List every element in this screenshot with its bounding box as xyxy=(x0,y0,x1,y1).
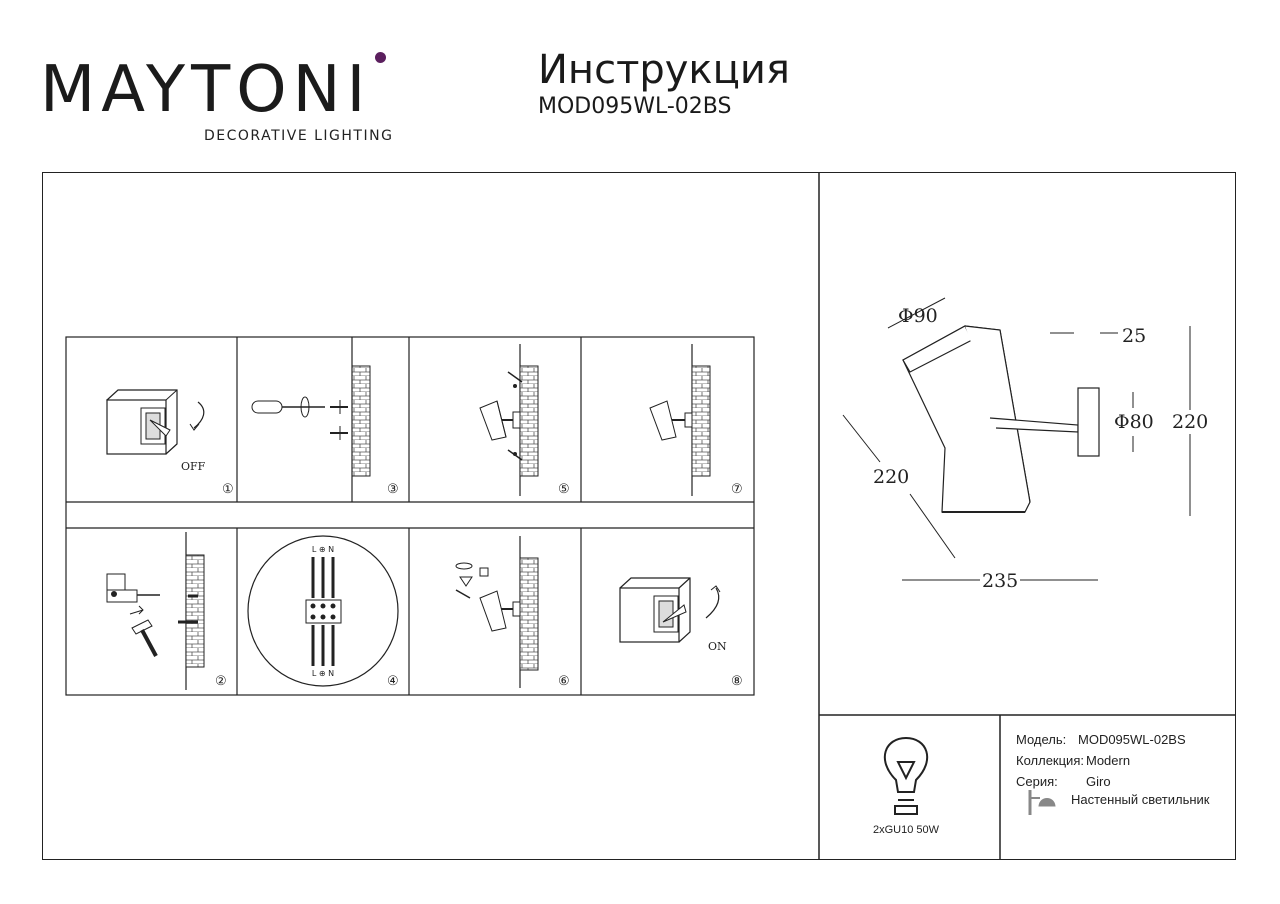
step-4-illustration: L ⊕ N L ⊕ N xyxy=(247,535,399,687)
dim-width: 235 xyxy=(982,570,1018,592)
svg-text:L ⊕ N: L ⊕ N xyxy=(312,669,334,678)
collection-value: Modern xyxy=(1086,753,1130,768)
step-4-number: ④ xyxy=(387,674,399,689)
step-6-illustration xyxy=(455,536,539,688)
step-7-number: ⑦ xyxy=(731,482,743,497)
brand-name: MAYTONI xyxy=(40,53,372,127)
step-8-number: ⑧ xyxy=(731,674,743,689)
lamp-dimension-drawing xyxy=(902,325,1100,513)
dim-base-diameter: Φ80 xyxy=(1114,411,1154,433)
step-1-illustration xyxy=(106,389,205,455)
off-label: OFF xyxy=(181,460,206,473)
dim-height: 220 xyxy=(1172,411,1208,433)
model-label: Модель: xyxy=(1016,732,1066,747)
model-code: MOD095WL-02BS xyxy=(538,94,732,119)
dim-diameter-top: Φ90 xyxy=(898,305,938,327)
series-value: Giro xyxy=(1086,774,1111,789)
step-3-illustration xyxy=(251,337,371,502)
wall-lamp-icon xyxy=(1028,790,1056,815)
bulb-label: 2xGU10 50W xyxy=(873,824,940,836)
steps-grid xyxy=(65,336,755,696)
brand-tagline: DECORATIVE LIGHTING xyxy=(204,128,394,144)
svg-text:L ⊕ N: L ⊕ N xyxy=(312,545,334,554)
series-label: Серия: xyxy=(1016,774,1058,789)
step-1-number: ① xyxy=(222,482,234,497)
step-8-illustration xyxy=(619,577,721,643)
collection-label: Коллекция: xyxy=(1016,753,1084,768)
step-3-number: ③ xyxy=(387,482,399,497)
on-label: ON xyxy=(708,640,727,653)
dimension-lines xyxy=(842,297,1191,581)
step-7-illustration xyxy=(649,344,711,496)
step-6-number: ⑥ xyxy=(558,674,570,689)
step-2-illustration xyxy=(106,532,205,690)
page-title: Инструкция xyxy=(538,47,790,93)
dim-depth: 25 xyxy=(1122,325,1146,347)
instruction-frame xyxy=(42,172,1236,860)
lightbulb-icon xyxy=(884,736,928,815)
brand-logo: MAYTONI xyxy=(40,58,371,122)
dim-diagonal: 220 xyxy=(873,466,909,488)
step-5-illustration xyxy=(479,344,539,496)
logo-dot xyxy=(375,52,386,63)
model-value: MOD095WL-02BS xyxy=(1078,732,1186,747)
step-5-number: ⑤ xyxy=(558,482,570,497)
type-value: Настенный светильник xyxy=(1071,792,1210,807)
step-2-number: ② xyxy=(215,674,227,689)
